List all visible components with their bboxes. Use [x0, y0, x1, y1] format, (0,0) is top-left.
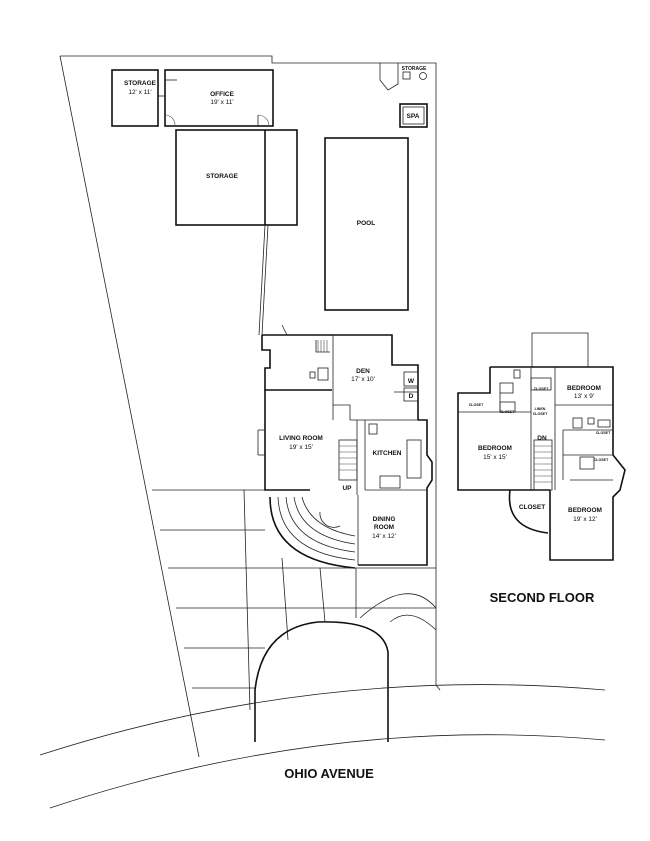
dining-room-label-1: DINING	[373, 516, 396, 523]
closet-bath-label: CLOSET	[500, 410, 515, 414]
bedroom-w-dims: 15' x 15'	[483, 454, 507, 461]
second-floor-title: SECOND FLOOR	[490, 590, 595, 605]
closet-mid-label: CLOSET	[519, 504, 545, 511]
closet-n-label: CLOSET	[534, 387, 549, 391]
living-room-label: LIVING ROOM	[279, 435, 323, 442]
dining-room-dims: 14' x 12'	[372, 533, 396, 540]
washer-label: W	[408, 378, 415, 385]
pool	[324, 137, 409, 311]
bedroom-ne-label: BEDROOM	[567, 385, 601, 392]
spa-label: SPA	[407, 113, 420, 120]
second-floor-labels: BEDROOM 13' x 9' BEDROOM 15' x 15' BEDRO…	[469, 385, 611, 523]
pool-label: POOL	[357, 220, 375, 227]
bedroom-se-dims: 19' x 12'	[573, 516, 597, 523]
linen-closet-label-1: LINEN	[535, 407, 546, 411]
den-label: DEN	[356, 368, 370, 375]
dining-room-label-2: ROOM	[374, 524, 394, 531]
storage-corner-label: STORAGE	[402, 66, 427, 72]
closet-se-label: CLOSET	[594, 458, 609, 462]
property-lines	[59, 55, 437, 758]
storage-corner-room	[379, 63, 427, 91]
den-dims: 17' x 10'	[351, 376, 375, 383]
living-room-dims: 19' x 15'	[289, 444, 313, 451]
office-dims: 19' x 11'	[210, 99, 233, 106]
driveway	[254, 621, 389, 742]
front-curved-steps	[269, 496, 356, 569]
bedroom-ne-dims: 13' x 9'	[574, 393, 594, 400]
street-name: OHIO AVENUE	[284, 766, 374, 781]
courtyard-grid	[152, 489, 437, 711]
storage-small-dims: 12' x 11'	[128, 89, 151, 96]
stairs-down-label: DN	[537, 435, 547, 442]
bedroom-se-label: BEDROOM	[568, 507, 602, 514]
second-floor-plan	[457, 332, 626, 561]
main-house	[257, 324, 433, 566]
walkway	[258, 224, 269, 336]
storage-room-small	[111, 69, 165, 127]
office-label: OFFICE	[210, 91, 234, 98]
spa	[399, 103, 428, 128]
first-floor-labels: STORAGE 12' x 11' OFFICE 19' x 11' STORA…	[124, 66, 427, 540]
stairs-up-label: UP	[342, 485, 352, 492]
storage-room-large	[175, 129, 298, 226]
bedroom-w-label: BEDROOM	[478, 445, 512, 452]
street-curves	[39, 684, 606, 809]
linen-closet-label-2: CLOSET	[533, 412, 548, 416]
dryer-label: D	[409, 393, 414, 400]
office-room	[164, 69, 274, 127]
storage-large-label: STORAGE	[206, 173, 239, 180]
closet-w-label: CLOSET	[469, 403, 484, 407]
closet-small-label: CLOSET	[596, 431, 611, 435]
storage-small-label: STORAGE	[124, 80, 157, 87]
kitchen-label: KITCHEN	[373, 450, 402, 457]
